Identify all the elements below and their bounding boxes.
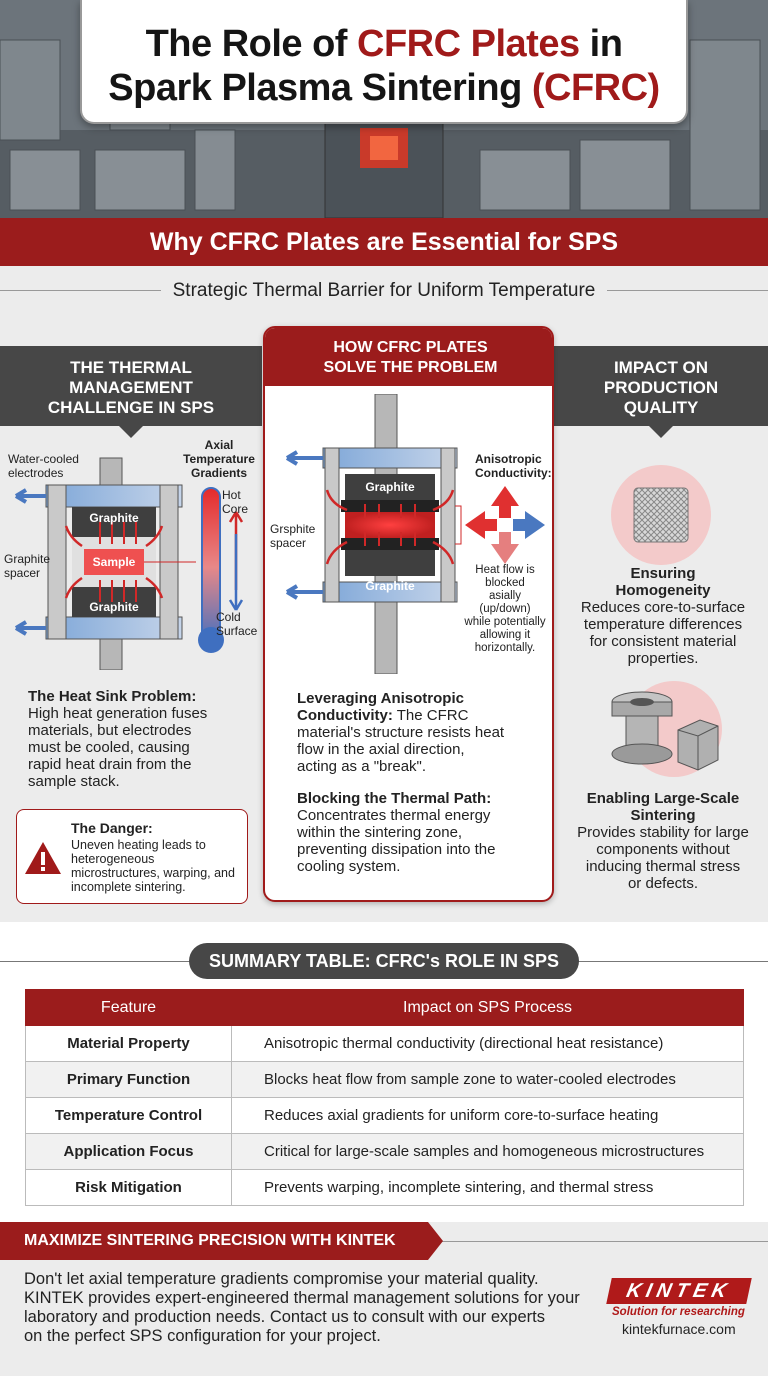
website-link[interactable]: kintekfurnace.com — [622, 1321, 736, 1337]
homogeneity-icon — [611, 465, 711, 565]
page-title-line1: The Role of CFRC Plates in — [145, 23, 623, 65]
column-header-feature: Feature — [25, 989, 232, 1026]
header-pointer — [119, 426, 143, 438]
table-header-row: Feature Impact on SPS Process — [25, 989, 744, 1026]
solution-card: HOW CFRC PLATES SOLVE THE PROBLEM — [263, 326, 554, 902]
subtitle-row: Strategic Thermal Barrier for Uniform Te… — [0, 276, 768, 306]
thermal-challenge-diagram — [14, 457, 244, 670]
danger-callout: The Danger: Uneven heating leads to hete… — [16, 809, 248, 904]
thermal-path-paragraph: Blocking the Thermal Path: Concentrates … — [297, 790, 496, 875]
danger-text: Uneven heating leads to heterogeneous mi… — [71, 838, 235, 894]
sample-label: Sample — [92, 555, 136, 569]
danger-title: The Danger: — [71, 820, 153, 836]
graphite-label: Graphite — [365, 579, 415, 593]
title-card: The Role of CFRC Plates in Spark Plasma … — [80, 0, 688, 124]
section-banner: Why CFRC Plates are Essential for SPS — [0, 218, 768, 266]
cta-text: Don't let axial temperature gradients co… — [24, 1270, 580, 1345]
large-scale-text: Provides stability for large components … — [577, 824, 749, 892]
graphite-label: Graphite — [89, 511, 139, 525]
cfrc-solution-diagram — [285, 394, 545, 674]
anisotropic-paragraph: Leveraging Anisotropic Conductivity: The… — [297, 690, 505, 775]
summary-title: SUMMARY TABLE: CFRC's ROLE IN SPS — [189, 943, 579, 979]
graphite-label: Graphite — [365, 480, 415, 494]
warning-icon — [25, 842, 61, 874]
left-column-header: THE THERMAL MANAGEMENT CHALLENGE IN SPS — [0, 346, 262, 426]
homogeneity-text: Reduces core-to-surface temperature diff… — [580, 599, 746, 667]
header-pointer — [649, 426, 673, 438]
right-column-header: IMPACT ON PRODUCTION QUALITY — [554, 346, 768, 426]
heat-flow-note: Heat flow is blocked asially (up/down) w… — [464, 564, 546, 654]
large-scale-component-icon — [611, 681, 722, 777]
cta-heading: MAXIMIZE SINTERING PRECISION WITH KINTEK — [0, 1222, 443, 1260]
summary-table: Feature Impact on SPS Process Material P… — [25, 989, 744, 1206]
subtitle: Strategic Thermal Barrier for Uniform Te… — [0, 276, 768, 306]
heat-sink-problem: The Heat Sink Problem: High heat generat… — [28, 688, 208, 790]
kintek-logo[interactable]: KINTEK — [606, 1278, 752, 1304]
graphite-label: Graphite — [89, 600, 139, 614]
logo-tagline: Solution for researching — [612, 1306, 745, 1318]
column-header-impact: Impact on SPS Process — [231, 989, 744, 1026]
center-column-header: HOW CFRC PLATES SOLVE THE PROBLEM — [265, 328, 552, 386]
page-title-line2: Spark Plasma Sintering (CFRC) — [108, 67, 660, 109]
hero-banner: The Role of CFRC Plates in Spark Plasma … — [0, 0, 768, 218]
